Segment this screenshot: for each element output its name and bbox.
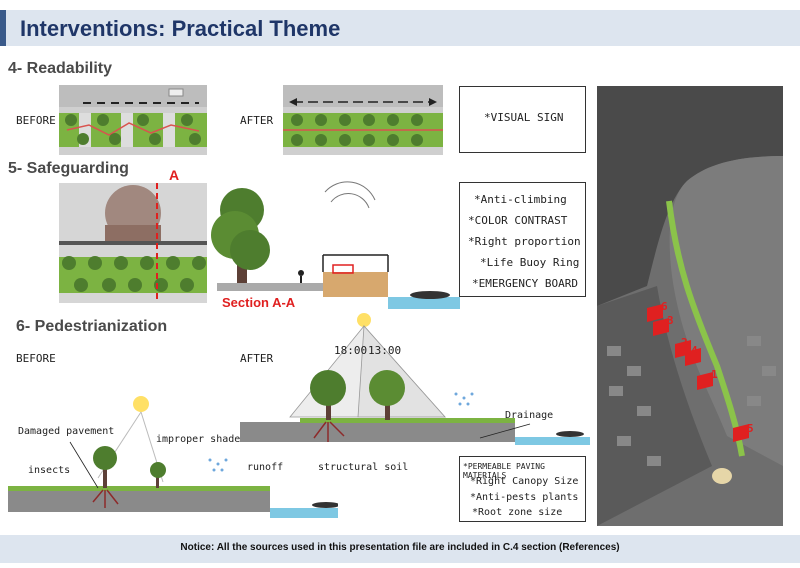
safeguard-item-3: *Right proportion	[468, 235, 581, 248]
page-title: Interventions: Practical Theme	[20, 16, 341, 41]
pedestrian-item-3: *Anti-pests plants	[470, 492, 579, 503]
map-marker-3: 3	[667, 314, 674, 327]
readability-after-drawing	[283, 85, 443, 147]
safeguarding-box: *Anti-climbing *COLOR CONTRAST *Right pr…	[459, 182, 586, 297]
pedestrian-before-label: BEFORE	[16, 352, 56, 365]
section-heading-readability: 4- Readability	[8, 60, 113, 77]
map-marker-4: 4	[691, 344, 698, 357]
pedestrian-item-2: *Right Canopy Size	[470, 476, 579, 487]
section-heading-pedestrianization: 6- Pedestrianization	[16, 318, 168, 335]
readability-box: *VISUAL SIGN	[459, 86, 586, 153]
map-marker-5: 5	[747, 422, 754, 435]
readability-before-label: BEFORE	[16, 114, 56, 127]
label-insects: insects	[28, 465, 71, 476]
section-aa-drawing	[211, 181, 460, 309]
time-label-1: 18:00	[334, 344, 368, 357]
aerial-map-drawing	[597, 86, 783, 526]
readability-before-drawing	[59, 85, 207, 147]
pedestrian-before-drawing	[8, 396, 338, 518]
label-improper-shade: improper shade	[156, 434, 241, 445]
map-marker-1: 1	[711, 368, 718, 381]
footer-notice: Notice: All the sources used in this pre…	[180, 542, 620, 553]
pedestrian-item-4: *Root zone size	[472, 507, 563, 518]
safeguard-item-4: *Life Buoy Ring	[480, 256, 580, 269]
readability-after-plan	[283, 85, 443, 155]
safeguarding-drawing	[59, 183, 207, 303]
safeguard-item-1: *Anti-climbing	[474, 193, 567, 206]
pedestrianization-box: *PERMEABLE PAVING MATERIALS *Right Canop…	[459, 456, 586, 522]
pedestrian-after-label: AFTER	[240, 352, 274, 365]
time-label-2: 13:00	[368, 344, 402, 357]
readability-before-plan	[59, 85, 207, 155]
section-heading-safeguarding: 5- Safeguarding	[8, 160, 129, 177]
label-runoff: runoff	[247, 462, 284, 473]
map-marker-2: 2	[681, 336, 688, 349]
readability-after-label: AFTER	[240, 114, 274, 127]
pedestrian-item-1: *PERMEABLE PAVING MATERIALS	[463, 462, 545, 480]
pedestrian-after-drawing	[240, 313, 590, 445]
footer-bar: Notice: All the sources used in this pre…	[0, 535, 800, 563]
safeguarding-plan	[59, 183, 207, 303]
label-structural-soil: structural soil	[318, 462, 409, 473]
safeguard-item-2: *COLOR CONTRAST	[468, 214, 568, 227]
label-drainage: Drainage	[505, 410, 554, 421]
safeguard-item-5: *EMERGENCY BOARD	[472, 277, 578, 290]
section-aa-caption: Section A-A	[222, 295, 296, 310]
visual-sign-text: *VISUAL SIGN	[484, 111, 564, 124]
label-damaged-pavement: Damaged pavement	[18, 426, 115, 437]
map-marker-6: 6	[661, 300, 668, 313]
section-marker-a: A	[169, 167, 180, 183]
aerial-site-map: 6 3 2 4 1 5	[597, 86, 783, 526]
title-bar: Interventions: Practical Theme	[0, 10, 800, 46]
